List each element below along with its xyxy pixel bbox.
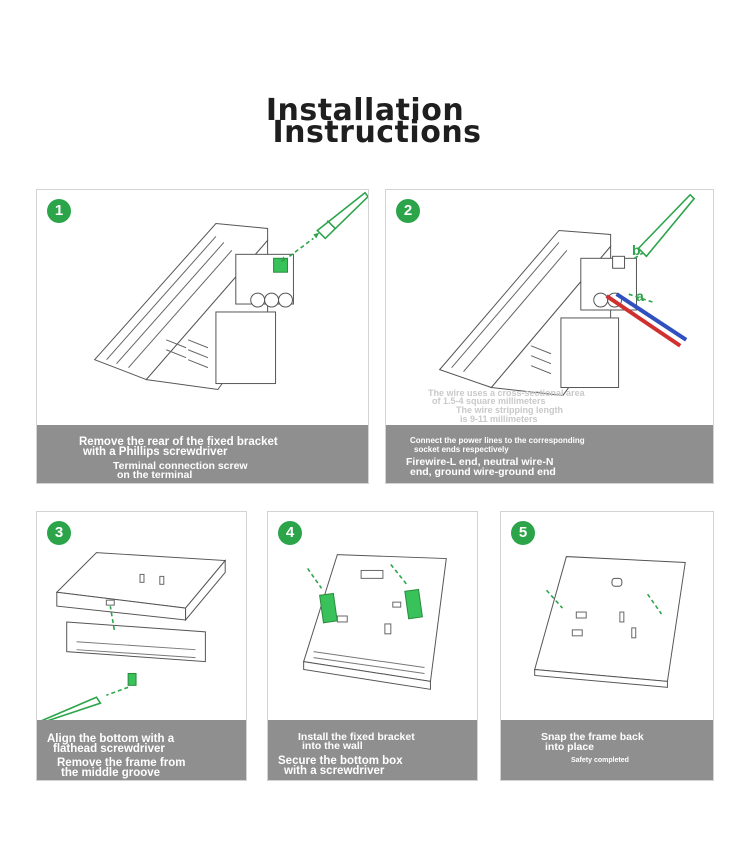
step-4-caption: Install the fixed bracket into the wall …: [268, 720, 477, 780]
step-5-caption: Snap the frame back into place Safety co…: [501, 720, 713, 780]
step-4-panel: 4 Install the fixed bracket into the wal…: [267, 511, 478, 781]
step-1-caption: Remove the rear of the fixed bracket wit…: [37, 425, 368, 483]
step-3-illustration: [37, 512, 246, 722]
step-2-label-b: b: [632, 242, 641, 258]
step-2-label-a: a: [636, 288, 644, 304]
step-4-badge: 4: [278, 521, 302, 545]
step-2-panel: b a The wire uses a cross-sectional area…: [385, 189, 714, 484]
step-3-badge: 3: [47, 521, 71, 545]
step-5-panel: 5 Snap the frame back into place Safety …: [500, 511, 714, 781]
step-2-badge: 2: [396, 199, 420, 223]
step-1-panel: 1 Remove the rear of the fixed bracket w…: [36, 189, 369, 484]
step-3-caption: Align the bottom with a flathead screwdr…: [37, 720, 246, 780]
step-4-illustration: [268, 512, 477, 722]
step-3-line-2: flathead screwdriver: [53, 744, 165, 755]
step-5-badge: 5: [511, 521, 535, 545]
step-2-spec-4: is 9-11 millimeters: [460, 415, 538, 424]
step-1-line-2: with a Phillips screwdriver: [83, 447, 227, 458]
step-2-line-4: end, ground wire-ground end: [410, 467, 556, 478]
step-1-line-4: on the terminal: [117, 470, 192, 481]
title-line-2: Instructions: [2, 118, 750, 148]
step-5-illustration: [501, 512, 713, 722]
step-4-line-2: into the wall: [302, 741, 363, 752]
step-2-line-2: socket ends respectively: [414, 444, 509, 455]
step-5-line-3: Safety completed: [571, 755, 629, 766]
step-1-badge: 1: [47, 199, 71, 223]
step-1-illustration: [37, 190, 368, 428]
step-5-line-2: into place: [545, 742, 594, 753]
step-3-line-4: the middle groove: [61, 768, 160, 779]
step-3-panel: 3 Align the bottom with a flathead screw…: [36, 511, 247, 781]
step-2-caption: Connect the power lines to the correspon…: [386, 425, 713, 483]
step-4-line-4: with a screwdriver: [284, 766, 384, 777]
